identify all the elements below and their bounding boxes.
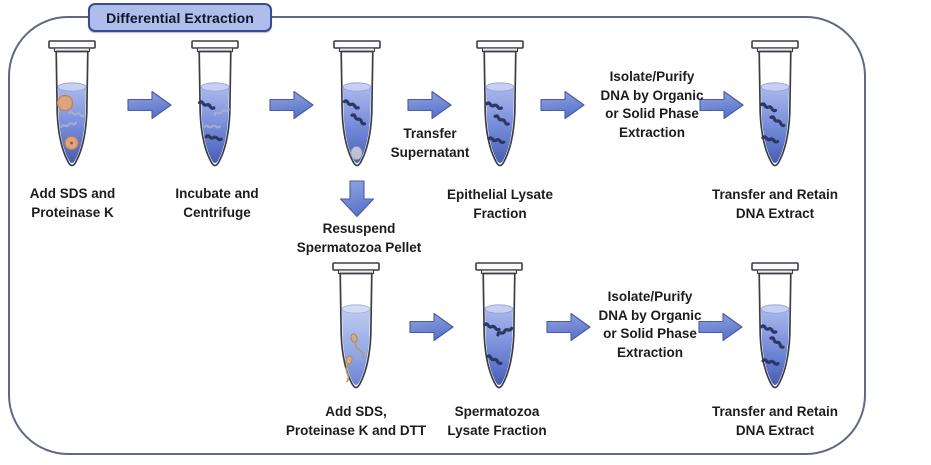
arrow-label-transfer-supernatant: Transfer Supernatant xyxy=(390,126,470,160)
tube-dna-extract-bottom-icon xyxy=(751,262,799,389)
step-label-spermatozoa-lysate: Spermatozoa Lysate Fraction xyxy=(447,404,547,438)
arrow-label-isolate-purify-top: Isolate/Purify DNA by Organic or Solid P… xyxy=(600,69,704,140)
arrow-right-icon xyxy=(409,312,454,342)
arrow-right-icon xyxy=(127,90,172,120)
arrow-right-icon xyxy=(546,312,591,342)
branch-label-resuspend: Resuspend Spermatozoa Pellet xyxy=(296,221,422,255)
step-label-epithelial-lysate: Epithelial Lysate Fraction xyxy=(446,187,554,221)
step-label-add-sds-dtt: Add SDS, Proteinase K and DTT xyxy=(285,404,427,438)
arrow-right-icon xyxy=(698,312,743,342)
diagram-title: Differential Extraction xyxy=(106,9,254,26)
arrow-right-icon xyxy=(540,90,585,120)
tube-mixed-debris-icon xyxy=(191,40,239,167)
tube-spermatozoa-icon xyxy=(332,262,380,389)
step-label-retain-top: Transfer and Retain DNA Extract xyxy=(711,187,839,221)
tube-dna-extract-top-icon xyxy=(751,40,799,167)
arrow-down-icon xyxy=(339,180,375,218)
arrow-label-isolate-purify-bottom: Isolate/Purify DNA by Organic or Solid P… xyxy=(598,289,702,360)
diagram-border xyxy=(8,16,866,455)
tube-epithelial-cells-icon xyxy=(48,40,96,167)
tube-spermatozoa-lysate-icon xyxy=(475,262,523,389)
arrow-right-icon xyxy=(699,90,744,120)
tube-sperm-pellet-icon xyxy=(333,40,381,167)
step-label-add-sds: Add SDS and Proteinase K xyxy=(29,186,116,220)
step-label-incubate: Incubate and Centrifuge xyxy=(175,186,259,220)
step-label-retain-bottom: Transfer and Retain DNA Extract xyxy=(711,404,839,438)
arrow-right-icon xyxy=(407,90,452,120)
diagram-title-box: Differential Extraction xyxy=(88,3,272,32)
arrow-right-icon xyxy=(269,90,314,120)
